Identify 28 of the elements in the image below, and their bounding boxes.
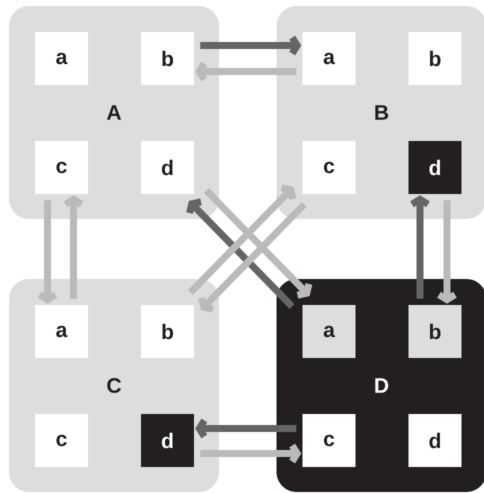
letter-box: c <box>35 414 88 467</box>
arrow <box>38 200 58 304</box>
arrow <box>200 36 302 56</box>
letter-box: d <box>141 414 194 467</box>
letter-box: a <box>302 305 356 358</box>
arrow <box>437 200 457 304</box>
letter-box: b <box>408 32 462 85</box>
letter-box: c <box>35 141 88 194</box>
arrow <box>195 62 296 82</box>
arrow <box>200 444 302 464</box>
letter-box: d <box>141 141 194 194</box>
letter-box: c <box>302 414 356 467</box>
arrow <box>410 195 430 299</box>
letter-box: b <box>141 32 194 85</box>
letter-box: d <box>408 414 462 467</box>
arrow <box>186 198 295 309</box>
letter-box: a <box>35 32 88 85</box>
arrow <box>64 195 84 299</box>
letter-box: c <box>302 141 356 194</box>
letter-box: a <box>302 32 356 85</box>
letter-box: d <box>408 141 462 194</box>
letter-box: b <box>141 305 194 358</box>
arrow <box>198 202 307 313</box>
letter-box: a <box>35 305 88 358</box>
arrow <box>195 418 296 438</box>
arrow <box>204 188 312 299</box>
arrow <box>188 184 296 295</box>
letter-box: b <box>408 305 462 358</box>
